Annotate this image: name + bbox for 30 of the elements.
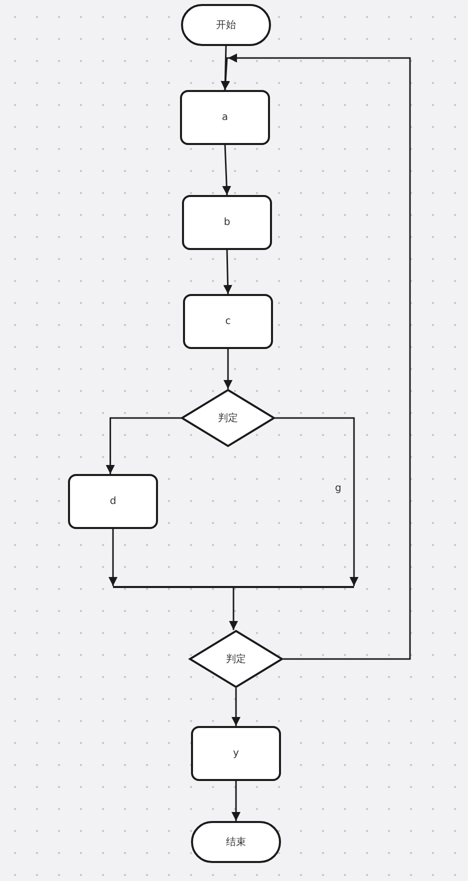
arrow xyxy=(106,417,181,474)
process-box xyxy=(191,726,281,781)
node-label: c xyxy=(225,316,231,327)
arrow xyxy=(232,688,240,726)
arrow xyxy=(232,781,240,821)
arrow xyxy=(223,250,232,294)
node-label: 开始 xyxy=(216,19,236,32)
process-box xyxy=(183,294,273,349)
node-label: a xyxy=(222,112,228,123)
node-label: 判定 xyxy=(218,412,238,425)
decision-diamond xyxy=(189,630,283,688)
process-box xyxy=(180,90,270,145)
node-label: y xyxy=(233,748,239,759)
node-label: b xyxy=(224,217,230,228)
arrow xyxy=(224,349,232,389)
decision-diamond xyxy=(181,389,275,447)
arrow xyxy=(275,417,358,586)
node-label: 判定 xyxy=(226,652,246,666)
terminal-box xyxy=(191,821,281,863)
edge-label: g xyxy=(333,482,344,496)
node-label: d xyxy=(110,496,116,507)
arrow xyxy=(221,54,411,660)
terminal-box xyxy=(181,4,271,46)
arrow xyxy=(222,144,232,196)
process-box xyxy=(182,195,272,250)
process-box xyxy=(68,474,158,529)
arrow xyxy=(108,529,118,586)
node-label: 结束 xyxy=(226,836,246,849)
arrow xyxy=(229,588,238,630)
merge-line xyxy=(113,586,354,588)
